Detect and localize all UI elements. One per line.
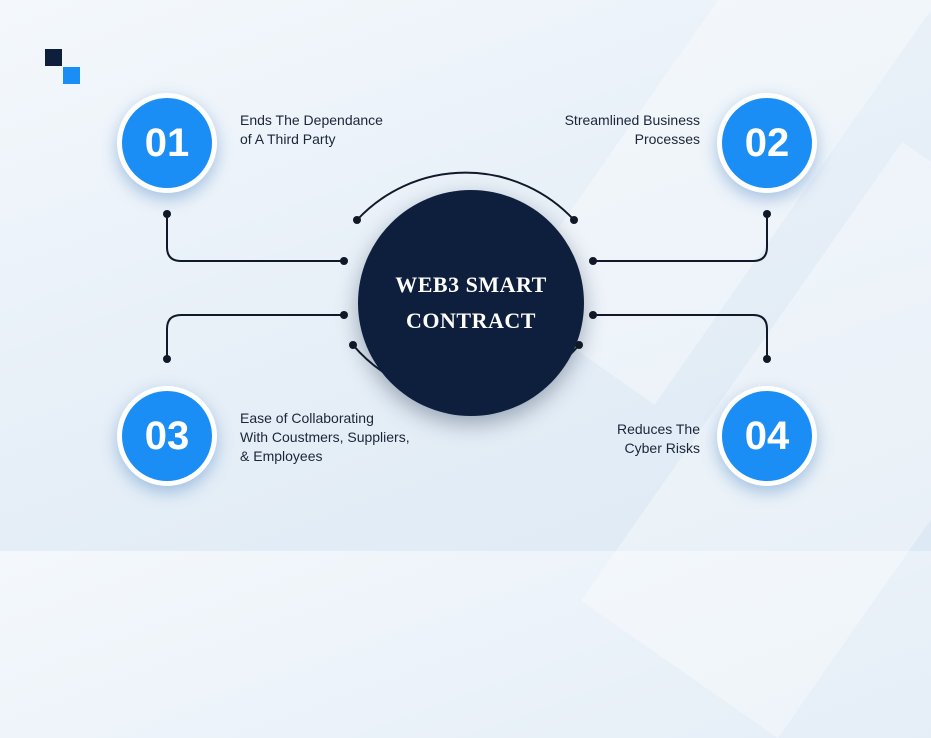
label-line: of A Third Party [240,131,336,147]
dot [353,216,361,224]
dot [340,257,348,265]
dot [340,311,348,319]
label-line: & Employees [240,448,323,464]
connector-03 [166,314,345,360]
dot [570,216,578,224]
number-badge-02: 02 [717,93,817,193]
label-line: Processes [634,131,700,147]
connector-04 [592,314,768,360]
number-badge-01: 01 [117,93,217,193]
infographic: WEB3 SMART CONTRACT 01 02 03 04 Ends The… [45,49,817,486]
label-04: Reduces The Cyber Risks [617,420,700,458]
center-title-line1: WEB3 SMART [395,272,547,297]
top-arc [356,171,575,221]
dot [763,210,771,218]
label-02: Streamlined Business Processes [565,111,700,149]
dot [589,257,597,265]
connector-01 [166,213,345,262]
number-badge-03: 03 [117,386,217,486]
connector-02 [592,213,768,262]
label-line: Streamlined Business [564,112,700,128]
label-01: Ends The Dependance of A Third Party [240,111,383,149]
logo-square-dark [45,49,62,66]
label-line: Cyber Risks [624,440,700,456]
dot [589,311,597,319]
label-line: With Coustmers, Suppliers, [240,429,410,445]
dot [763,355,771,363]
label-line: Reduces The [616,421,700,437]
label-03: Ease of Collaborating With Coustmers, Su… [240,409,410,466]
center-title-line2: CONTRACT [406,308,536,333]
dot [349,341,357,349]
center-node: WEB3 SMART CONTRACT [358,190,584,416]
dot [163,210,171,218]
logo-square-blue [63,67,80,84]
label-line: Ends The Dependance [240,112,383,128]
label-line: Ease of Collaborating [240,410,374,426]
number-badge-04: 04 [717,386,817,486]
dot [575,341,583,349]
dot [163,355,171,363]
